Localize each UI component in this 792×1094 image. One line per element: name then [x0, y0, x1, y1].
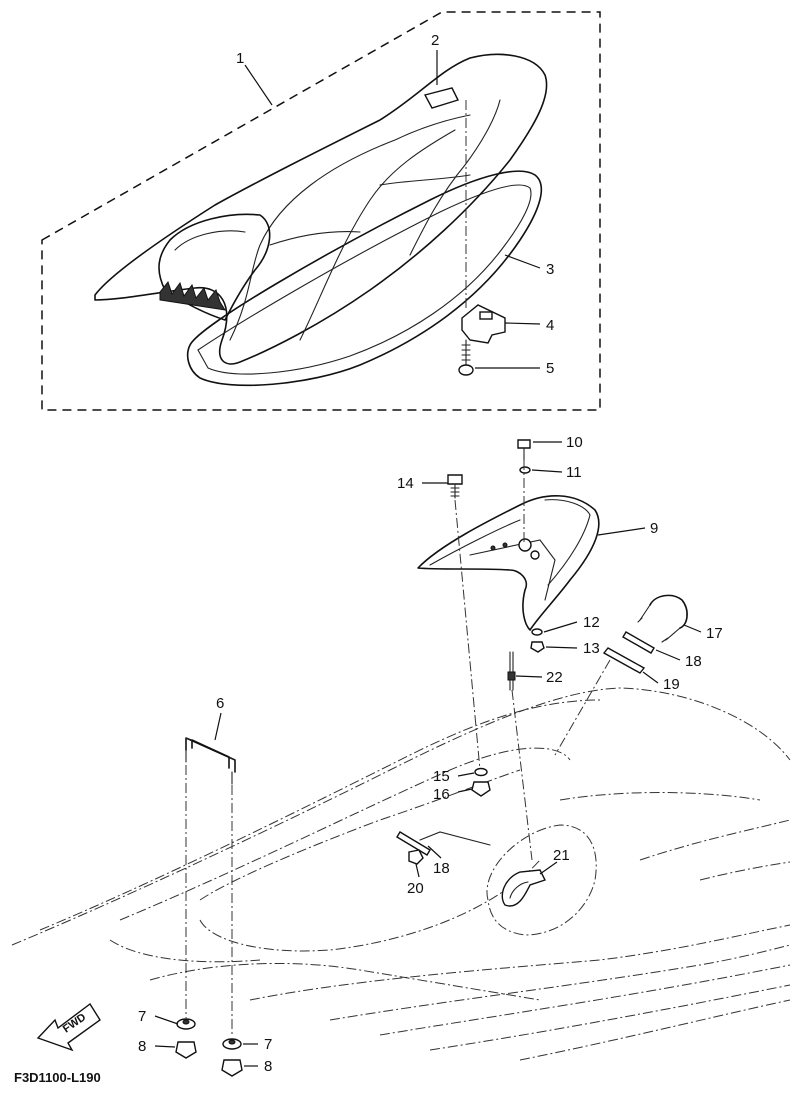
callout-5: 5	[546, 360, 554, 377]
callout-3: 3	[546, 261, 554, 278]
callout-16: 16	[433, 786, 450, 803]
callout-8a: 8	[138, 1038, 146, 1055]
callout-21: 21	[553, 847, 570, 864]
fasteners-upper	[447, 439, 688, 691]
hull-deck	[11, 687, 791, 1061]
lower-fasteners	[175, 1018, 243, 1077]
callout-14: 14	[397, 475, 414, 492]
callout-22: 22	[546, 669, 563, 686]
callout-9: 9	[650, 520, 658, 537]
callout-2: 2	[431, 32, 439, 49]
callout-numbers: 1 2 3 4 5 6 7 8 7 8 9 10 11 12 13 14 15 …	[138, 32, 723, 1075]
callout-13: 13	[583, 640, 600, 657]
callout-6: 6	[216, 695, 224, 712]
seat-assembly	[94, 53, 548, 387]
callout-8b: 8	[264, 1058, 272, 1075]
callout-12: 12	[583, 614, 600, 631]
callout-4: 4	[546, 317, 554, 334]
strap-clip	[501, 869, 546, 907]
latch-bracket	[461, 304, 506, 344]
fwd-arrow: FWD	[36, 1002, 101, 1052]
drawing-code: F3D1100-L190	[14, 1070, 101, 1085]
callout-7a: 7	[138, 1008, 146, 1025]
callout-18b: 18	[433, 860, 450, 877]
callout-19: 19	[663, 676, 680, 693]
grab-handle	[417, 495, 600, 631]
leader-lines	[154, 50, 702, 1067]
callout-7b: 7	[264, 1036, 272, 1053]
callout-11: 11	[566, 464, 582, 481]
callout-20: 20	[407, 880, 424, 897]
callout-15: 15	[433, 768, 450, 785]
assembly-boundary	[41, 11, 601, 411]
callout-17: 17	[706, 625, 723, 642]
rail	[185, 737, 236, 785]
callout-1: 1	[236, 50, 244, 67]
callout-18a: 18	[685, 653, 702, 670]
callout-10: 10	[566, 434, 583, 451]
bolt	[458, 339, 474, 376]
